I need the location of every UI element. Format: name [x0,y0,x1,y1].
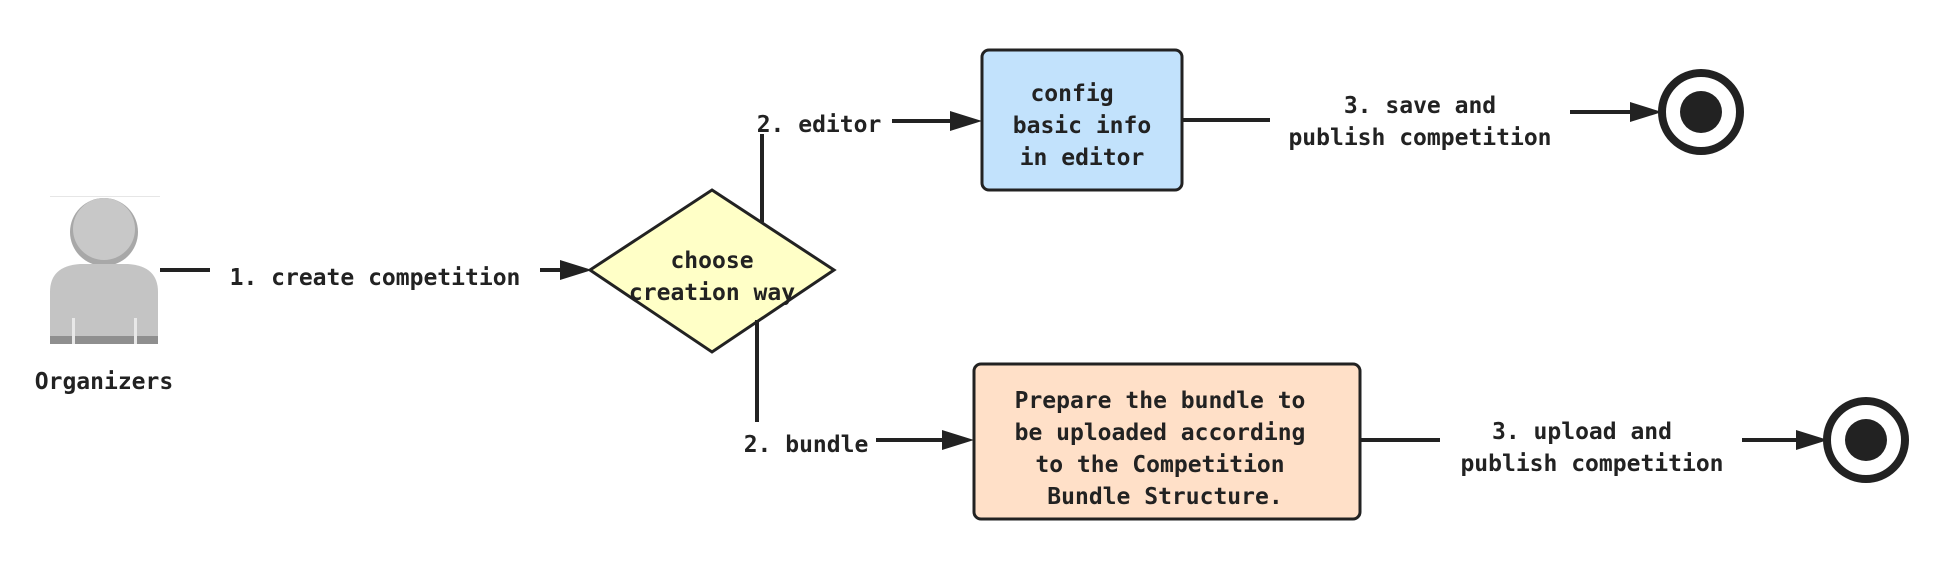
edge-label-save-line-2: publish competition [1288,125,1551,151]
decision-label-line-2: creation way [629,280,795,306]
arrow-head [1796,430,1828,450]
end-node-publish-bundle [1823,397,1909,483]
edge-label-upload-line-1: 3. upload and [1492,419,1672,445]
edge-upload-and-publish: 3. upload and publish competition [1360,419,1828,477]
organizers-label: Organizers [35,369,173,395]
edge-save-and-publish: 3. save and publish competition [1182,93,1662,151]
node-label-line-4: Bundle Structure. [1047,484,1282,510]
decision-diamond [587,188,837,354]
edge-create-competition: 1. create competition [160,260,592,291]
person-icon [50,196,160,344]
edge-label-bundle: 2. bundle [744,432,869,458]
edge-editor: 2. editor [757,111,982,222]
node-label-line-2: be uploaded according [1015,420,1306,446]
edge-label-upload-line-2: publish competition [1460,451,1723,477]
arrow-head [1630,102,1662,122]
arrow-head [942,430,974,450]
node-label-line-3: in editor [1020,145,1145,171]
end-node-publish-editor [1658,69,1744,155]
node-label-line-1: config [1030,81,1113,107]
arrow-head [560,260,592,280]
node-config-basic-info: config basic info in editor [980,48,1184,192]
node-prepare-bundle: Prepare the bundle to be uploaded accord… [972,362,1362,521]
edge-label-create-competition: 1. create competition [230,265,521,291]
edge-bundle: 2. bundle [744,320,974,458]
decision-label-line-1: choose [670,248,753,274]
edge-label-editor: 2. editor [757,112,882,138]
node-label-line-1: Prepare the bundle to [1015,388,1306,414]
edge-label-save-line-1: 3. save and [1344,93,1496,119]
node-label-line-3: to the Competition [1035,452,1284,478]
organizers-actor: Organizers [35,196,173,395]
arrow-head [950,111,982,131]
decision-choose-creation-way: choose creation way [587,188,837,354]
node-label-line-2: basic info [1013,113,1151,139]
